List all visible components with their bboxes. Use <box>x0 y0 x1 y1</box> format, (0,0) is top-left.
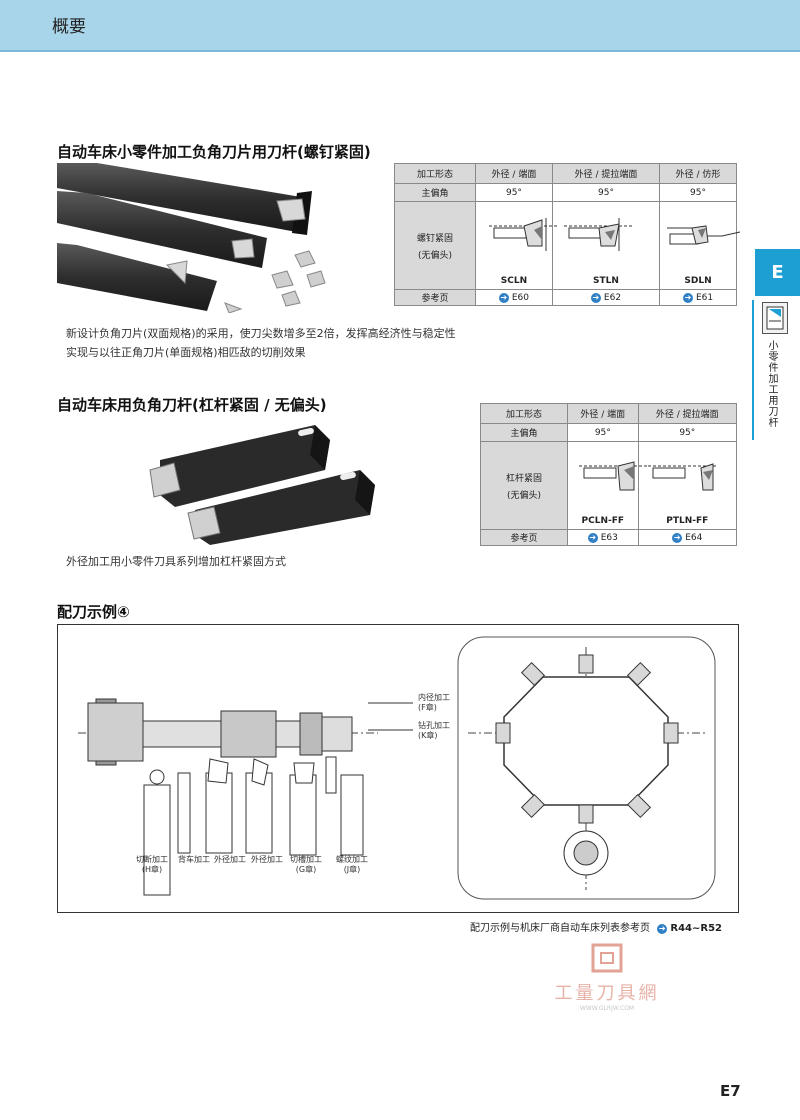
page-header-title: 概要 <box>52 17 86 37</box>
ref-cell[interactable]: ➔E63 <box>567 529 639 546</box>
chapter-tab-title: 小零件加工用刀杆 <box>766 340 777 428</box>
page-header-bar <box>0 0 800 52</box>
tool-name: SDLN <box>684 276 712 286</box>
watermark-name: 工量刀具網 <box>554 983 660 1004</box>
label-back: 背车加工 <box>178 855 210 864</box>
page-number: E7 <box>720 1082 741 1100</box>
col-form: 外径 / 端面 <box>567 403 639 424</box>
label-chapter: (F章) <box>418 703 437 712</box>
cell-angle: 95° <box>659 183 737 202</box>
label-text: 螺纹加工 <box>336 855 368 864</box>
clamp-label: 螺钉紧固 <box>416 233 453 244</box>
row-label-ref: 参考页 <box>480 529 568 546</box>
col-form: 外径 / 端面 <box>475 163 553 184</box>
tool-name: PTLN-FF <box>666 516 709 526</box>
tool-diagram <box>579 461 649 491</box>
watermark-url: WWW.GLRJW.COM <box>579 1005 635 1012</box>
tool-name: STLN <box>593 276 619 286</box>
chapter-icon <box>762 302 788 334</box>
cell-angle: 95° <box>475 183 553 202</box>
label-cutoff: 切断加工 (H章) <box>136 855 168 875</box>
tool-name: SCLN <box>500 276 528 286</box>
desc-line: 实现与以往正角刀片(单面规格)相匹敌的切削效果 <box>66 346 306 359</box>
label-chapter: (J章) <box>343 865 361 874</box>
ref-cell[interactable]: ➔E60 <box>475 289 553 306</box>
footer-ref-pages[interactable]: R44~R52 <box>670 923 722 934</box>
ref-page[interactable]: E60 <box>511 292 530 303</box>
arrow-right-icon: ➔ <box>657 924 668 934</box>
tool-cell: PCLN-FF <box>567 441 649 530</box>
tool-diagram <box>647 463 718 491</box>
ref-cell[interactable]: ➔E61 <box>659 289 737 306</box>
col-form: 外径 / 提拉端面 <box>551 163 661 184</box>
col-form: 外径 / 提拉端面 <box>637 403 738 424</box>
tool-name: PCLN-FF <box>581 516 625 526</box>
section3-title: 配刀示例④ <box>57 603 130 621</box>
chapter-tab-divider <box>752 300 754 440</box>
watermark: 工量刀具網 WWW.GLRJW.COM <box>537 943 677 1012</box>
cell-angle: 95° <box>567 423 639 442</box>
ref-page[interactable]: E62 <box>603 292 622 303</box>
ref-page[interactable]: E63 <box>600 532 618 543</box>
section1-description: 新设计负角刀片(双面规格)的采用，使刀尖数增多至2倍，发挥高经济性与稳定性 实现… <box>66 324 456 362</box>
ref-page[interactable]: E61 <box>695 292 714 303</box>
label-chapter: (G章) <box>295 865 317 874</box>
clamp-sub-label: (无偏头) <box>417 250 453 261</box>
section2-description: 外径加工用小零件刀具系列增加杠杆紧固方式 <box>66 555 286 568</box>
label-text: 切槽加工 <box>290 855 322 864</box>
section2-title: 自动车床用负角刀杆(杠杆紧固 / 无偏头) <box>57 396 327 414</box>
tool-diagram <box>667 225 741 245</box>
footer-ref-text: 配刀示例与机床厂商自动车床列表参考页 <box>470 923 650 934</box>
label-thread: 螺纹加工 (J章) <box>336 855 368 875</box>
arrow-right-icon: ➔ <box>498 292 509 303</box>
label-text: 钻孔加工 <box>418 721 450 730</box>
desc-line: 新设计负角刀片(双面规格)的采用，使刀尖数增多至2倍，发挥高经济性与稳定性 <box>66 327 456 340</box>
row-label-ref: 参考页 <box>394 289 476 306</box>
label-chapter: (H章) <box>141 865 163 874</box>
footer-reference[interactable]: 配刀示例与机床厂商自动车床列表参考页 ➔ R44~R52 <box>470 919 722 934</box>
label-od2: 外径加工 <box>251 855 283 864</box>
section1-spec-table: 加工形态 外径 / 端面 外径 / 提拉端面 外径 / 仿形 主偏角 95° 9… <box>394 163 741 306</box>
screw-clamp-holders-photo <box>57 163 377 314</box>
machine-layout-drawing <box>78 636 716 900</box>
row-label-form: 加工形态 <box>394 163 476 184</box>
col-form: 外径 / 仿形 <box>659 163 737 184</box>
label-drill: 钻孔加工 (K章) <box>418 721 450 741</box>
ref-cell[interactable]: ➔E64 <box>637 529 738 546</box>
row-label-form: 加工形态 <box>480 403 568 424</box>
label-groove: 切槽加工 (G章) <box>290 855 322 875</box>
tooling-example-diagram: 内径加工 (F章) 钻孔加工 (K章) 切断加工 (H章) 背车加工 外径加工 … <box>57 624 739 913</box>
lever-clamp-holders-photo <box>140 415 390 545</box>
label-chapter: (K章) <box>418 731 438 740</box>
tool-cell: STLN <box>551 201 661 290</box>
ref-cell[interactable]: ➔E62 <box>551 289 661 306</box>
tool-cell: PTLN-FF <box>637 441 738 530</box>
section2-spec-table: 加工形态 外径 / 端面 外径 / 提拉端面 主偏角 95° 95° 杠杆紧固 … <box>480 403 738 546</box>
arrow-right-icon: ➔ <box>587 532 598 543</box>
arrow-right-icon: ➔ <box>590 292 601 303</box>
label-od1: 外径加工 <box>214 855 246 864</box>
tool-diagram <box>489 218 559 251</box>
arrow-right-icon: ➔ <box>682 292 693 303</box>
row-label-angle: 主偏角 <box>480 423 568 442</box>
arrow-right-icon: ➔ <box>672 532 683 543</box>
row-label-clamp: 杠杆紧固 (无偏头) <box>480 441 568 530</box>
tool-cell: SCLN <box>475 201 559 290</box>
clamp-label: 杠杆紧固 <box>505 473 542 484</box>
clamp-sub-label: (无偏头) <box>506 490 542 501</box>
ref-page[interactable]: E64 <box>685 532 703 543</box>
row-label-clamp: 螺钉紧固 (无偏头) <box>394 201 476 290</box>
row-label-angle: 主偏角 <box>394 183 476 202</box>
label-text: 内径加工 <box>418 693 450 702</box>
label-inner: 内径加工 (F章) <box>418 693 450 713</box>
tool-diagram <box>563 218 634 251</box>
chapter-tab-letter[interactable]: E <box>755 249 800 296</box>
cell-angle: 95° <box>551 183 661 202</box>
watermark-logo <box>591 943 623 973</box>
label-text: 切断加工 <box>136 855 168 864</box>
tool-cell: SDLN <box>659 201 741 290</box>
cell-angle: 95° <box>637 423 738 442</box>
section1-title: 自动车床小零件加工负角刀片用刀杆(螺钉紧固) <box>57 143 371 161</box>
